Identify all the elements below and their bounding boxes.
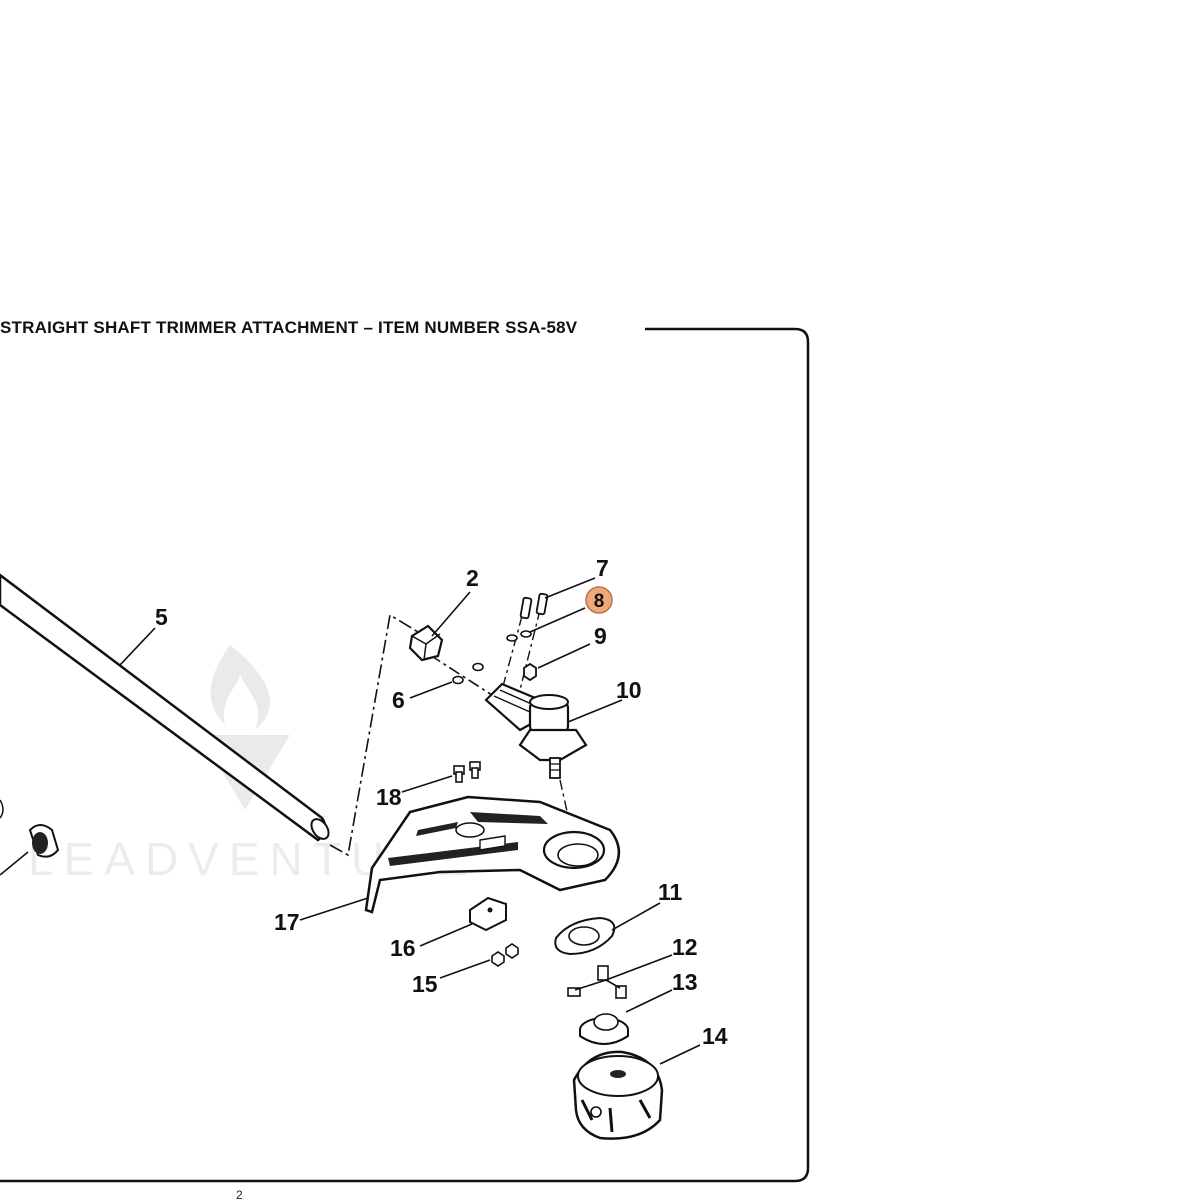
- callout-label-15: 15: [412, 971, 438, 997]
- callout-label-5: 5: [155, 604, 168, 630]
- assembly-line: [329, 613, 419, 857]
- callout-label-2: 2: [466, 565, 479, 591]
- callout-label-11: 11: [658, 879, 683, 905]
- callout-label-9: 9: [594, 623, 607, 649]
- assembly-line: [519, 609, 541, 691]
- washer-part: [506, 630, 532, 642]
- callout-label-13: 13: [672, 969, 698, 995]
- callout-label-17: 17: [274, 909, 300, 935]
- hub-adapter-part: [579, 1013, 629, 1045]
- assembly-line: [501, 615, 523, 691]
- callout-label-12: 12: [672, 934, 698, 960]
- nut-part: [491, 943, 519, 967]
- assembly-line: [429, 654, 496, 698]
- callout-label-16: 16: [390, 935, 416, 961]
- shaft-part: [0, 573, 330, 842]
- gasket-part: [554, 916, 616, 956]
- callout-label-8: 8: [594, 591, 605, 612]
- leader-lines: [119, 577, 701, 1065]
- bracket-part: [469, 896, 507, 932]
- screw-part: [519, 592, 549, 620]
- nut-part: [523, 662, 537, 682]
- page-number: 2: [236, 1188, 243, 1202]
- partial-part: [0, 799, 60, 876]
- gearbox-part: [484, 682, 588, 779]
- bolt-part: [453, 761, 481, 783]
- washer-part: [452, 662, 484, 685]
- callout-highlight-8: 8: [585, 586, 613, 614]
- screw-part: [567, 965, 627, 999]
- callout-label-6: 6: [392, 687, 405, 713]
- diagram-title: STRAIGHT SHAFT TRIMMER ATTACHMENT – ITEM…: [0, 318, 578, 337]
- trimmer-head-part: [572, 1050, 664, 1140]
- callout-label-14: 14: [702, 1023, 728, 1049]
- callout-label-18: 18: [376, 784, 402, 810]
- guard-part: [364, 795, 620, 914]
- diagram-frame: [0, 327, 810, 1183]
- callout-label-7: 7: [596, 555, 609, 581]
- callout-label-10: 10: [616, 677, 642, 703]
